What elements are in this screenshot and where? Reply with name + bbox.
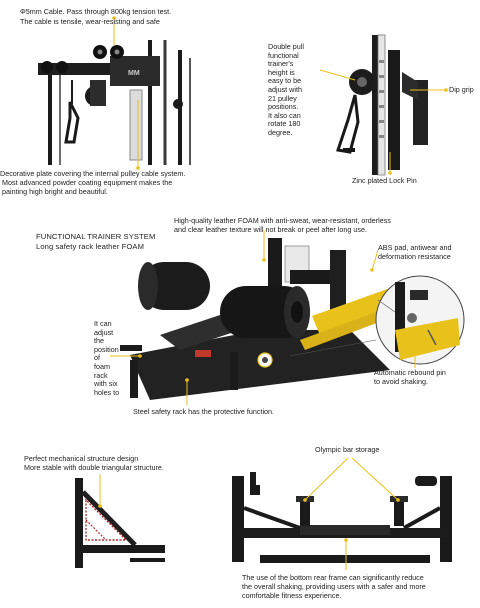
rebound-pin-line-1: Automatic rebound pin xyxy=(374,368,446,377)
double-pull-line: 21 pulley xyxy=(268,93,297,103)
dip-grip-label: Dip grip xyxy=(449,85,474,94)
adjust-position-description: It can adjust the position of foam rack … xyxy=(94,319,130,397)
bottom-frame-illustration xyxy=(232,457,452,570)
olympic-storage-label: Olympic bar storage xyxy=(315,445,380,454)
adjust-line: adjust xyxy=(94,327,114,337)
adjust-line: holes to xyxy=(94,387,120,397)
zinc-pin-label: Zinc plated Lock Pin xyxy=(352,176,417,185)
adjust-line: the xyxy=(94,336,104,346)
cable-spec-line-1: Φ5mm Cable. Pass through 800kg tension t… xyxy=(20,7,172,16)
adjust-line: foam xyxy=(94,361,110,371)
double-pull-line: Double pull xyxy=(268,42,304,51)
double-pull-description: Double pull functional trainer's height … xyxy=(268,42,320,138)
double-pull-line: It also can xyxy=(268,110,301,120)
double-pull-line: positions. xyxy=(268,102,299,112)
abs-pad-line-2: deformation resistance xyxy=(378,252,451,261)
decorative-plate-line-2: Most advanced powder coating equipment m… xyxy=(2,178,173,187)
bottom-frame-line-3: comfortable fitness experience. xyxy=(242,591,342,600)
bottom-frame-line-2: the overall shaking, providing users wit… xyxy=(242,582,426,591)
decorative-plate-line-1: Decorative plate covering the internal p… xyxy=(0,169,186,178)
double-pull-line: easy to be xyxy=(268,76,302,86)
cable-spec-line-2: The cable is tensile, wear-resisting and… xyxy=(20,17,160,26)
adjust-line: with six xyxy=(94,379,118,389)
double-pull-line: degree. xyxy=(268,127,293,137)
double-pull-line: rotate 180 xyxy=(268,119,301,129)
foam-roller-rack-illustration xyxy=(110,230,465,405)
adjust-line: of xyxy=(94,353,100,363)
double-pull-line: height is xyxy=(268,67,295,77)
double-pull-line: trainer's xyxy=(268,59,294,69)
double-pull-line: functional xyxy=(268,50,299,60)
structure-line-2: More stable with double triangular struc… xyxy=(24,463,164,472)
brand-logo: MM xyxy=(128,70,140,77)
rebound-pin-line-2: to avoid shaking. xyxy=(374,377,428,386)
cable-machine-illustration: MM xyxy=(38,16,191,170)
double-pull-line: adjust with xyxy=(268,84,302,94)
pulley-closeup-illustration xyxy=(319,34,448,176)
structure-line-1: Perfect mechanical structure design xyxy=(24,454,139,463)
steel-rack-caption: Steel safety rack has the protective fun… xyxy=(133,407,275,416)
adjust-line: position xyxy=(94,344,119,354)
safety-rack-subheading: Long safety rack leather FOAM xyxy=(36,242,144,251)
functional-trainer-heading: FUNCTIONAL TRAINER SYSTEM xyxy=(36,232,156,241)
triangle-structure-illustration xyxy=(75,474,165,568)
foam-quality-line-2: and clear leather texture will not break… xyxy=(174,225,367,234)
adjust-line: It can xyxy=(94,319,112,328)
bottom-frame-line-1: The use of the bottom rear frame can sig… xyxy=(242,573,424,582)
abs-pad-line-1: ABS pad, antiwear and xyxy=(378,243,452,252)
foam-quality-line-1: High-quality leather FOAM with anti-swea… xyxy=(174,216,391,225)
decorative-plate-line-3: painting high bright and beautiful. xyxy=(2,187,108,196)
adjust-line: rack xyxy=(94,370,108,380)
